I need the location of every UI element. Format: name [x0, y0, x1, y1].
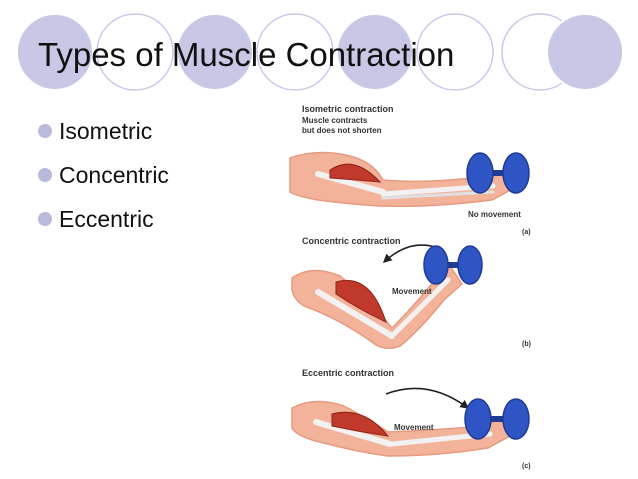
panel-heading: Eccentric contraction: [302, 368, 394, 378]
deco-circle-4: [256, 13, 334, 91]
bullet-dot-icon: [38, 168, 52, 182]
bullet-label: Concentric: [59, 161, 169, 188]
panel-note-line1: Muscle contracts: [302, 116, 368, 125]
bullet-label: Isometric: [59, 117, 153, 144]
panel-eccentric: Eccentric contraction Movement (c): [291, 368, 531, 470]
movement-label: Movement: [392, 287, 432, 296]
panel-heading: Isometric contraction: [302, 104, 394, 114]
deco-circle-8: [546, 13, 624, 91]
bullet-dot-icon: [38, 124, 52, 138]
panel-heading: Concentric contraction: [302, 236, 401, 246]
panel-tag: (a): [522, 229, 531, 236]
bullet-list: Isometric Concentric Eccentric: [38, 116, 169, 248]
deco-circle-2: [96, 13, 174, 91]
slide-title: Types of Muscle Contraction: [38, 36, 455, 73]
arm-illustration: [291, 264, 463, 349]
bullet-dot-icon: [38, 212, 52, 226]
muscle-contraction-figure: Isometric contraction Muscle contracts b…: [289, 104, 531, 470]
arm-illustration: [291, 400, 512, 457]
bullet-item-concentric: Concentric: [38, 160, 169, 190]
deco-circle-1: [16, 13, 94, 91]
deco-circle-6: [416, 13, 494, 91]
decorative-circles: [16, 13, 624, 91]
movement-label: No movement: [468, 210, 521, 219]
bullet-item-eccentric: Eccentric: [38, 204, 169, 234]
arm-illustration: [289, 151, 515, 208]
dumbbell-icon: [464, 398, 530, 440]
bullet-label: Eccentric: [59, 205, 154, 232]
panel-tag: (c): [522, 463, 531, 470]
bullet-item-isometric: Isometric: [38, 116, 169, 146]
movement-arrow-icon: [385, 387, 470, 409]
panel-isometric: Isometric contraction Muscle contracts b…: [289, 104, 531, 236]
movement-label: Movement: [394, 423, 434, 432]
panel-concentric: Concentric contraction Movement (b): [291, 236, 531, 349]
panel-note-line2: but does not shorten: [302, 126, 382, 135]
panel-tag: (b): [522, 341, 531, 348]
dumbbell-icon: [466, 152, 530, 194]
dumbbell-icon: [423, 245, 483, 285]
deco-circle-5: [336, 13, 414, 91]
deco-circle-3: [176, 13, 254, 91]
